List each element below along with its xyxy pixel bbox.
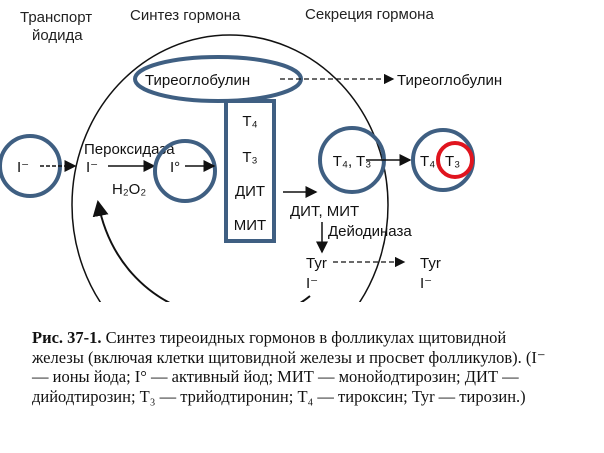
caption-text: Синтез тиреоидных гормонов в фолликулах … — [32, 328, 546, 406]
iodide-released: I⁻ — [420, 275, 432, 292]
heading-synthesis: Синтез гормона — [130, 7, 241, 24]
tyr-inside: Tyr — [306, 255, 327, 272]
t4t3-inside: T₄, T₃ — [333, 153, 372, 170]
caption-label: Рис. 37-1. — [32, 328, 102, 347]
column-t3: T₃ — [242, 149, 257, 166]
iodide-outside-highlight — [0, 134, 62, 198]
iodide-recycled: I⁻ — [306, 275, 318, 292]
iodide-recycle-arrow — [92, 200, 311, 302]
heading-transport-1: Транспорт — [20, 9, 92, 26]
active-iodine-highlight — [153, 139, 217, 203]
t3-outside: T₃ — [445, 153, 460, 170]
heading-secretion: Секреция гормона — [305, 6, 434, 23]
tyr-outside: Tyr — [420, 255, 441, 272]
figure-caption: Рис. 37-1. Синтез тиреоидных гормонов в … — [32, 328, 562, 406]
follicle-cell-outline — [71, 34, 389, 302]
t3-red-highlight — [436, 141, 474, 179]
active-iodine: I° — [170, 159, 180, 176]
t4-outside: T₄ — [420, 153, 435, 170]
peroxidase-label: Пероксидаза — [84, 141, 175, 158]
thyroglobulin-inner: Тиреоглобулин — [145, 72, 250, 89]
column-dit: ДИТ — [235, 183, 265, 200]
column-t4: T₄ — [242, 113, 257, 130]
iodide-outside: I⁻ — [17, 159, 29, 176]
iodinated-column — [224, 99, 276, 243]
iodide-inside: I⁻ — [86, 159, 98, 176]
column-mit: МИТ — [234, 217, 266, 234]
heading-transport-2: йодида — [32, 27, 83, 44]
deiodinase-label: Дейодиназа — [328, 223, 412, 240]
dit-mit-label: ДИТ, МИТ — [290, 203, 359, 220]
h2o2-label: H₂O₂ — [112, 181, 146, 198]
thyroglobulin-outer: Тиреоглобулин — [397, 72, 502, 89]
